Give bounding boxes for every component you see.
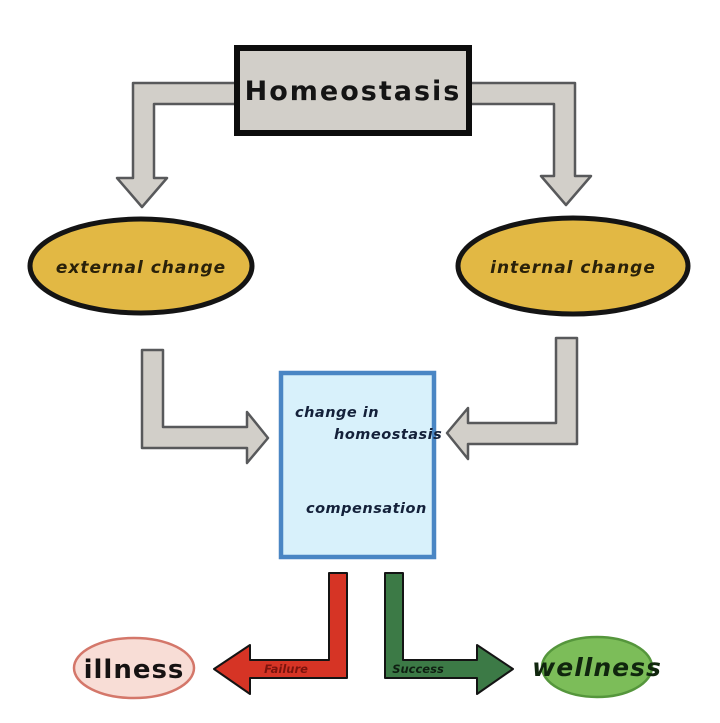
failure-arrow — [213, 572, 348, 695]
arrow-homeostasis-to-internal — [467, 81, 593, 207]
illness-ellipse — [72, 636, 196, 700]
wellness-ellipse — [540, 635, 654, 699]
homeostasis-label: Homeostasis — [245, 76, 462, 107]
arrow-external-to-change-box — [140, 348, 270, 465]
change-box-line1: change in — [295, 405, 379, 421]
arrow-internal-to-change-box — [445, 336, 579, 461]
illness-label: illness — [84, 655, 185, 685]
change-in-homeostasis-box — [278, 370, 437, 560]
change-box-line3: compensation — [306, 501, 427, 517]
external-change-ellipse — [27, 216, 255, 316]
wellness-label: wellness — [532, 653, 662, 682]
success-label: Success — [392, 662, 444, 676]
internal-change-ellipse — [455, 215, 691, 317]
failure-label: Failure — [264, 662, 308, 676]
success-arrow — [384, 572, 514, 695]
homeostasis-box — [234, 45, 472, 136]
internal-change-label: internal change — [490, 258, 656, 278]
change-box-line2: homeostasis — [334, 427, 442, 443]
arrow-homeostasis-to-external — [115, 81, 239, 209]
external-change-label: external change — [56, 258, 226, 278]
